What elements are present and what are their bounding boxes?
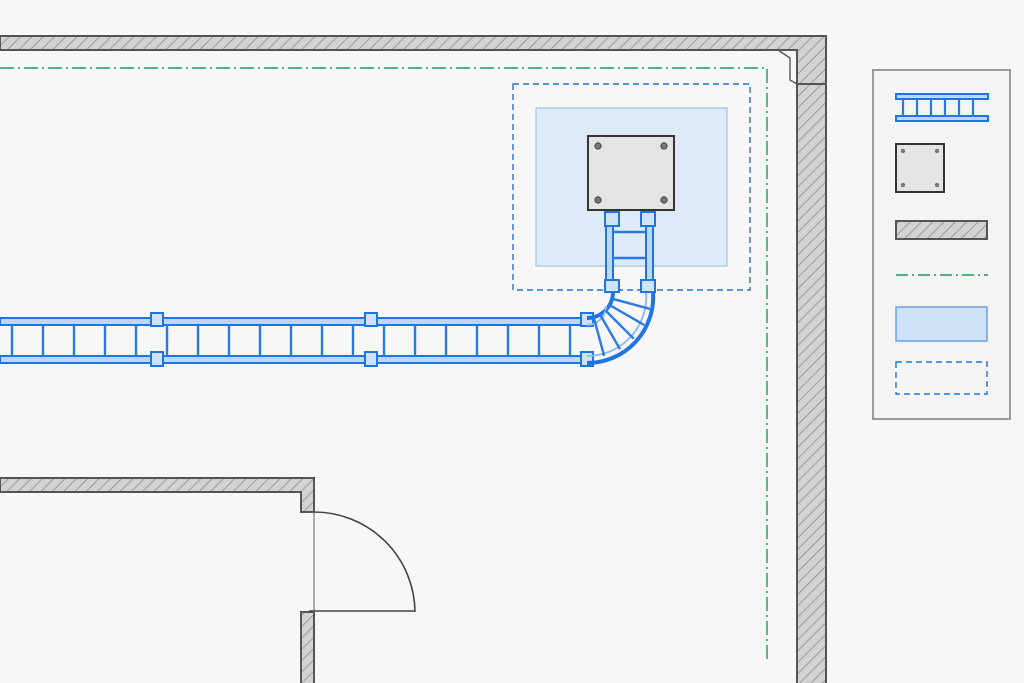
tray-bracket <box>364 312 378 327</box>
tray-bracket <box>364 351 378 367</box>
cable-tray-icon <box>895 93 989 122</box>
equipment-box <box>587 135 675 211</box>
door-swing <box>309 511 416 613</box>
cable-tray-bend <box>586 291 656 366</box>
equipment-box-icon <box>895 143 945 193</box>
tray-bracket <box>150 351 164 367</box>
tray-bend-rung <box>608 303 645 327</box>
tray-bracket <box>150 312 164 327</box>
wall-hatch-icon <box>895 220 988 240</box>
legend-panel <box>872 69 1011 420</box>
exterior-wall-top <box>0 35 827 85</box>
cable-tray-horizontal <box>0 312 594 367</box>
dashed-boundary-icon <box>895 361 988 395</box>
tray-bend-rung <box>592 316 606 357</box>
tray-bend-rung <box>604 309 635 340</box>
zone-fill-icon <box>895 306 988 342</box>
clearance-line <box>0 67 768 662</box>
tray-bend-rung <box>611 297 652 311</box>
cable-tray-vertical <box>604 211 656 293</box>
tray-bend-rung <box>598 313 622 350</box>
exterior-wall-right <box>796 83 827 683</box>
interior-wall <box>0 477 315 683</box>
